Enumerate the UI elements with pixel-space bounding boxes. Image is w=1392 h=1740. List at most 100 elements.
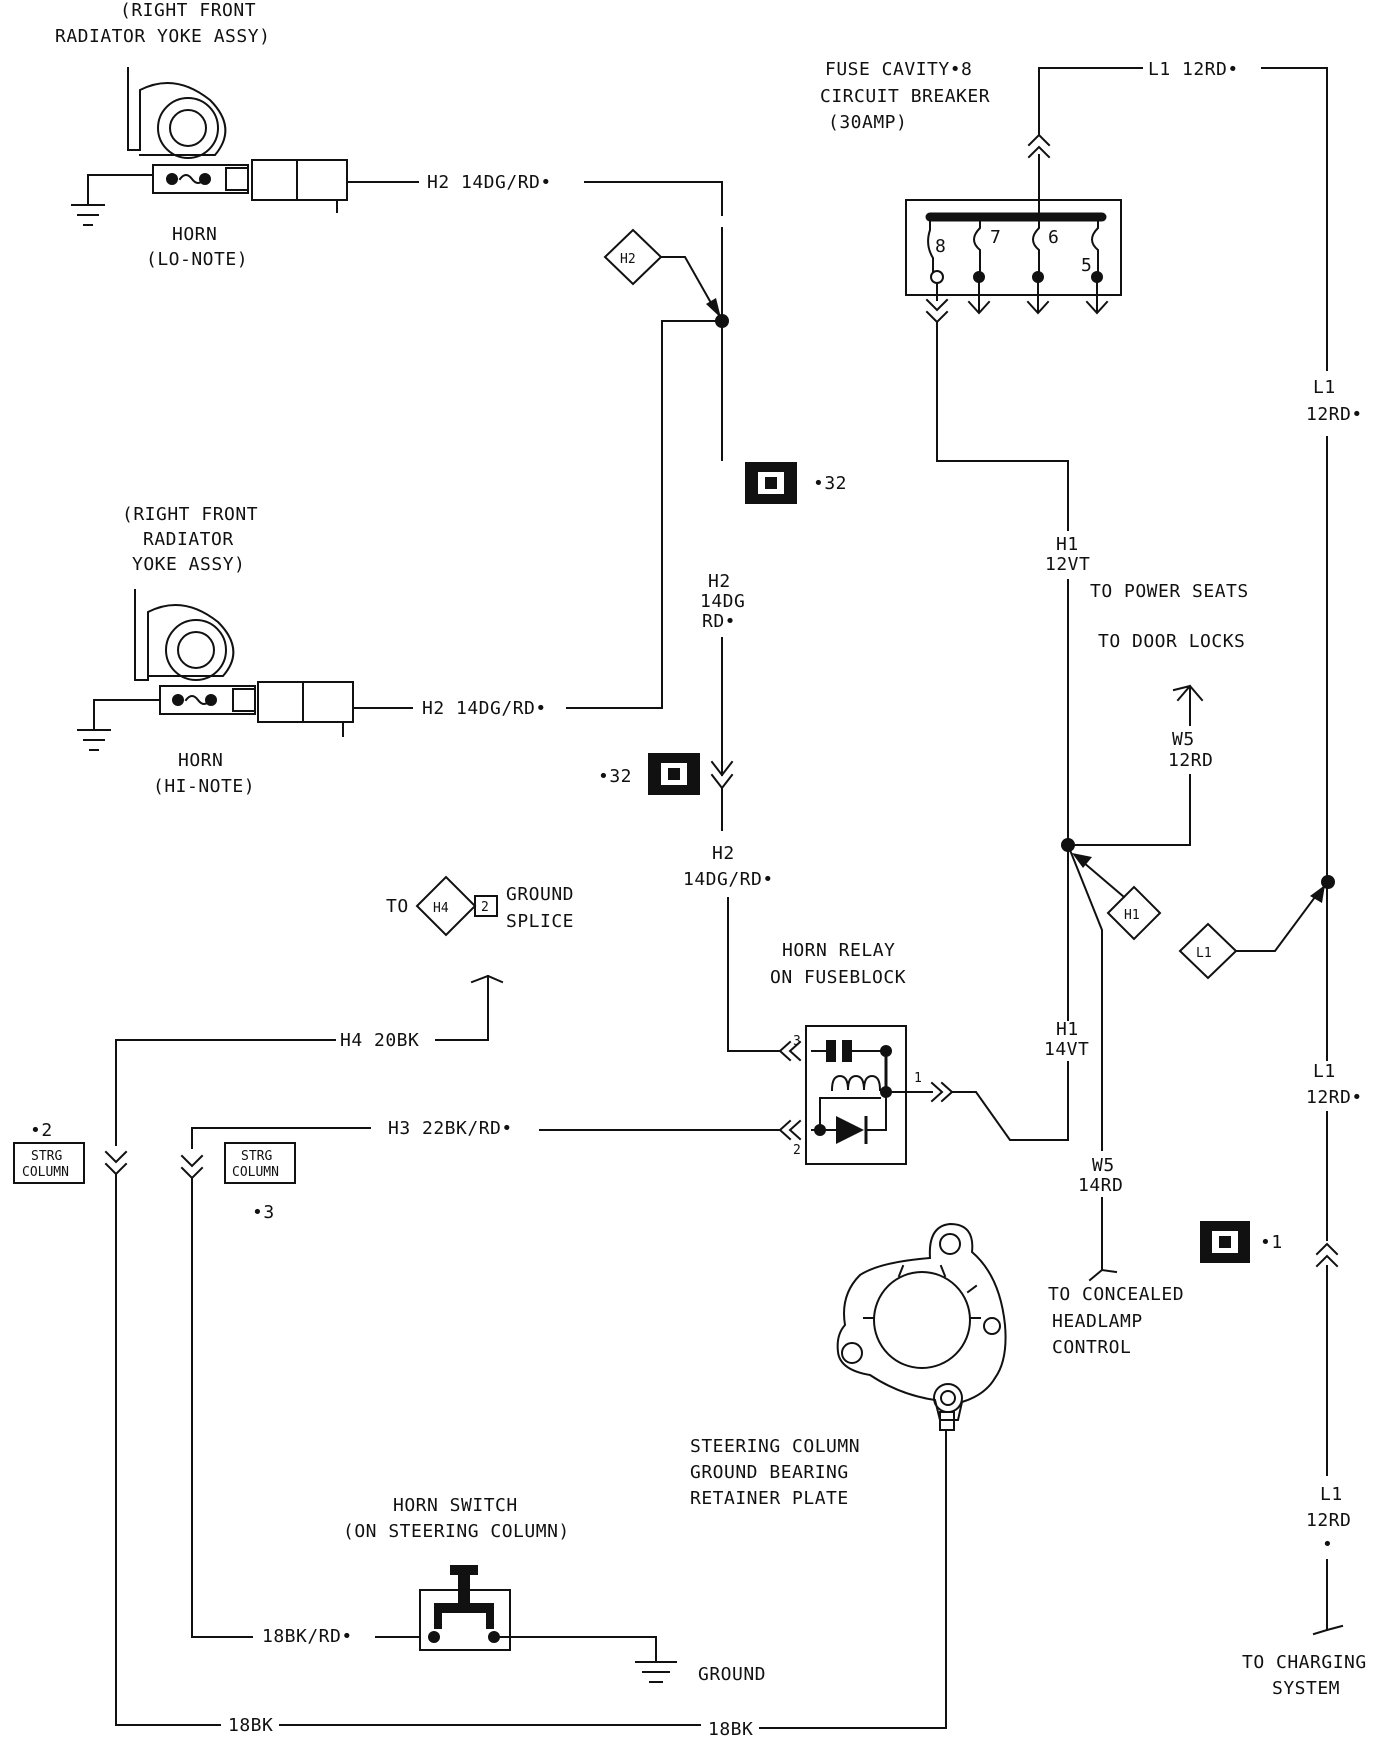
hi-horn-location-line-1: (RIGHT FRONT <box>122 504 258 525</box>
l1-low-label-2: 12RD <box>1306 1510 1351 1531</box>
hi-horn-note: (HI-NOTE) <box>153 776 255 797</box>
lo-note-horn-location: (RIGHT FRONT RADIATOR YOKE ASSY) <box>55 0 270 47</box>
horn-switch-label-1: HORN SWITCH <box>393 1495 518 1516</box>
h3-wire-left <box>191 1127 371 1149</box>
connector-1: •1 <box>1200 1221 1283 1263</box>
to-door-locks: TO DOOR LOCKS <box>1098 631 1245 652</box>
w5-upper-label-2: 12RD <box>1168 750 1213 771</box>
w5-upper-label-1: W5 <box>1172 729 1195 750</box>
h2-hi-wire-label: H2 14DG/RD• <box>422 698 547 719</box>
horn-relay-label-2: ON FUSEBLOCK <box>770 967 906 988</box>
h2-wire-to-relay <box>727 897 767 1052</box>
horn-switch-ground-wire <box>493 1636 657 1661</box>
to-charging-system-2: SYSTEM <box>1272 1678 1340 1699</box>
h1-upper-label-1: H1 <box>1056 534 1079 555</box>
l1-diamond-label: L1 <box>1196 946 1212 961</box>
l1-wire-top-left <box>1038 67 1143 136</box>
strg-column-connector-2: •2 STRG COLUMN <box>13 1120 85 1184</box>
l1-mid-label-2: 12RD• <box>1306 1087 1363 1108</box>
lo-note-horn-symbol <box>71 67 348 226</box>
relay-pin-3: 3 <box>793 1034 801 1049</box>
h2-lower-label-1: H2 <box>712 843 735 864</box>
18bkrd-wire-left <box>191 1177 253 1638</box>
w5-lower-wire-a <box>1066 843 1103 1151</box>
lo-horn-location-line-2: RADIATOR YOKE ASSY) <box>55 26 270 47</box>
ground-splice-label-1: GROUND <box>506 884 574 905</box>
w5-upper-tail <box>1172 684 1204 702</box>
l1-connector-arrows <box>1315 1242 1339 1268</box>
steering-plate-label-2: GROUND BEARING <box>690 1462 849 1483</box>
to-h4-label: TO <box>386 896 409 917</box>
to-charging-system-1: TO CHARGING <box>1242 1652 1367 1673</box>
fuse-block-circuit-breaker: 8 7 6 5 <box>905 199 1122 324</box>
to-concealed-headlamp-1: TO CONCEALED <box>1048 1284 1184 1305</box>
strg-col-2-num: •2 <box>30 1120 53 1141</box>
18bkrd-wire-label: 18BK/RD• <box>262 1626 353 1647</box>
fuse-cavity-label: FUSE CAVITY•8 <box>825 59 972 80</box>
h2-wire-hi-branch <box>566 320 723 709</box>
w5-lower-tail <box>1088 1268 1118 1282</box>
h2-vertical-label-1: H2 <box>708 571 731 592</box>
h1-lower-label-2: 14VT <box>1044 1039 1089 1060</box>
h1-upper-label-2: 12VT <box>1045 554 1090 575</box>
steering-plate-label-3: RETAINER PLATE <box>690 1488 849 1509</box>
connector-1-label: •1 <box>1260 1232 1283 1253</box>
strg-col-2-text-a: STRG <box>31 1149 62 1164</box>
connector-32-lower-label: •32 <box>598 766 632 787</box>
circuit-breaker-rating: (30AMP) <box>828 112 907 133</box>
hi-horn-name: HORN <box>178 750 223 771</box>
l1-right-label-1: L1 <box>1313 377 1336 398</box>
l1-bottom-tail <box>1312 1624 1344 1636</box>
relay-pin-1: 1 <box>914 1071 922 1086</box>
h4-pin-label: 2 <box>481 900 489 915</box>
h4-wire-right <box>435 974 504 1041</box>
fuse-terminal-6: 6 <box>1048 227 1059 248</box>
l1-low-label-1: L1 <box>1320 1484 1343 1505</box>
ground-splice-label-2: SPLICE <box>506 911 574 932</box>
fuse-terminal-7: 7 <box>990 227 1001 248</box>
steering-column-ground-plate <box>836 1222 1007 1431</box>
l1-top-label: L1 12RD• <box>1148 59 1239 80</box>
to-power-seats: TO POWER SEATS <box>1090 581 1249 602</box>
l1-diamond-connector: L1 <box>1178 885 1325 980</box>
fuse-terminal-5: 5 <box>1081 255 1092 276</box>
strg-col-3-num: •3 <box>252 1202 275 1223</box>
to-concealed-headlamp-2: HEADLAMP <box>1052 1311 1143 1332</box>
strg-col-2-arrows <box>104 1150 128 1176</box>
ground-symbol <box>635 1661 677 1683</box>
h2-diamond-label: H2 <box>620 252 636 267</box>
hi-horn-location-line-2: RADIATOR <box>143 529 234 550</box>
h1-diamond-label: H1 <box>1124 908 1140 923</box>
lo-horn-name: HORN <box>172 224 217 245</box>
h1-wire-upper <box>936 321 1069 531</box>
connector-32-upper: •32 <box>745 462 847 504</box>
l1-right-label-2: 12RD• <box>1306 404 1363 425</box>
h4-wire-label: H4 20BK <box>340 1030 419 1051</box>
18bk-left-label: 18BK <box>228 1715 273 1736</box>
h2-vertical-label-3: RD• <box>702 611 736 632</box>
h1-diamond-connector: H1 <box>1072 853 1162 941</box>
h4-wire-left <box>115 1039 336 1146</box>
18bk-wire-left <box>115 1173 221 1726</box>
18bk-wire-right <box>759 1429 947 1729</box>
l1-wire-top-right <box>1261 67 1328 371</box>
relay-pin-2: 2 <box>793 1143 801 1158</box>
h2-vertical-label-2: 14DG <box>700 591 745 612</box>
steering-plate-label-1: STEERING COLUMN <box>690 1436 860 1457</box>
strg-col-3-arrows <box>180 1154 204 1180</box>
connector-32-upper-label: •32 <box>813 473 847 494</box>
horn-relay: 3 2 1 <box>778 1025 954 1165</box>
connector-32-lower: •32 <box>598 753 700 795</box>
fuse-input-arrows <box>1027 133 1051 159</box>
h2-lower-label-2: 14DG/RD• <box>683 869 774 890</box>
hi-note-horn-symbol <box>77 589 354 751</box>
h2-wire-lo-segment-b <box>584 181 723 216</box>
hi-horn-location-line-3: YOKE ASSY) <box>132 554 245 575</box>
ground-label: GROUND <box>698 1664 766 1685</box>
h4-ground-splice-connector: TO H4 2 GROUND SPLICE <box>386 875 574 937</box>
h1-lower-label-1: H1 <box>1056 1019 1079 1040</box>
strg-col-3-text-b: COLUMN <box>232 1165 279 1180</box>
strg-column-connector-3: STRG COLUMN •3 <box>224 1142 296 1223</box>
w5-lower-label-2: 14RD <box>1078 1175 1123 1196</box>
